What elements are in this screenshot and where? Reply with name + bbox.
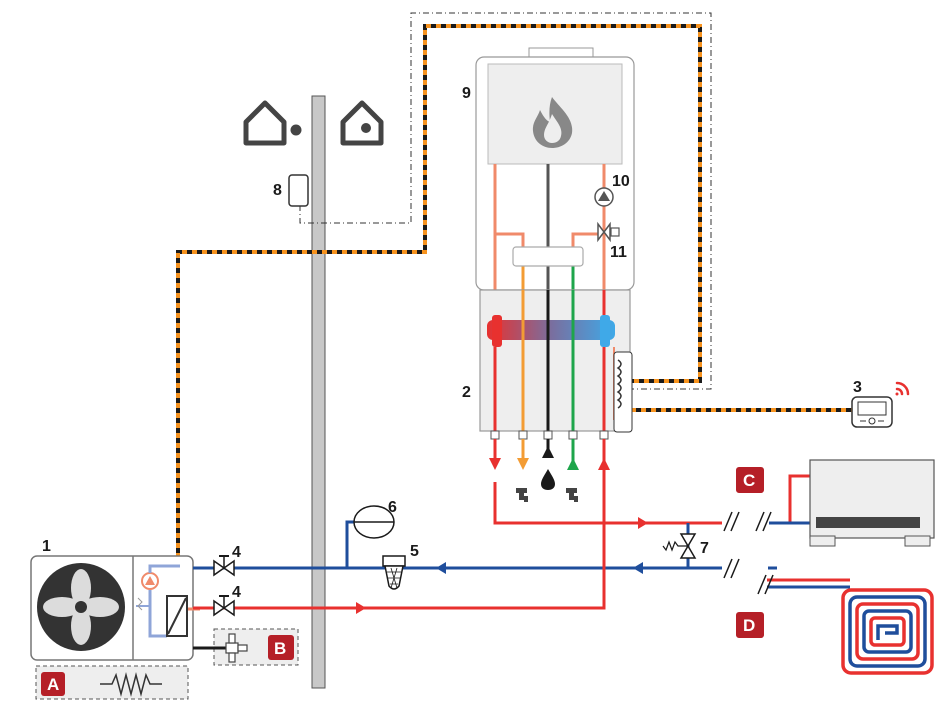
label-three-way-valve: 11 — [610, 244, 627, 261]
heater-coil-icon — [100, 672, 162, 697]
flow-arrows — [356, 517, 648, 614]
badge-d-label: D — [743, 616, 755, 635]
outside-dot-icon — [290, 124, 302, 136]
badge-c-label: C — [743, 471, 755, 490]
badge-b-label: B — [274, 639, 286, 658]
mixer-tap-icon — [225, 633, 248, 663]
expansion-vessel-icon — [353, 505, 395, 539]
badge-c — [736, 467, 764, 493]
badge-a — [41, 672, 65, 696]
plate-exchanger — [512, 246, 584, 267]
module-outputs — [489, 439, 610, 470]
outdoor-sensor-icon — [288, 174, 309, 207]
fan-icon — [43, 569, 119, 645]
label-hydraulic-module: 2 — [462, 384, 471, 401]
filter-icon — [382, 555, 406, 590]
shutoff-valve-return[interactable] — [213, 555, 235, 577]
inside-dot-icon — [361, 123, 371, 133]
label-sensor: 8 — [273, 182, 282, 199]
label-thermostat: 3 — [853, 379, 862, 396]
house-outside-icon — [243, 100, 287, 146]
supply-pipe — [193, 468, 606, 610]
badge-a-label: A — [47, 675, 59, 694]
hot-tap-icon — [516, 488, 528, 502]
control-board — [613, 351, 633, 433]
fan-coil-unit — [809, 459, 935, 547]
label-valve-return: 4 — [232, 544, 241, 561]
hydraulic-module — [479, 289, 633, 440]
house-inside-icon — [340, 100, 384, 146]
underfloor-heating-coil — [841, 588, 934, 675]
gas-drop-icon — [541, 469, 555, 490]
badge-d — [736, 612, 764, 638]
label-bypass-valve: 7 — [700, 540, 709, 557]
cold-tap-icon — [566, 488, 578, 502]
label-filter: 5 — [410, 543, 419, 560]
label-outdoor-unit: 1 — [42, 538, 51, 555]
bus-cable — [176, 24, 852, 558]
label-valve-supply: 4 — [232, 584, 241, 601]
boiler-unit — [475, 47, 635, 291]
boiler-pump-icon — [594, 187, 614, 207]
hydraulic-separator — [487, 320, 615, 340]
label-pump: 10 — [612, 173, 630, 190]
badge-b — [268, 635, 294, 660]
shutoff-valve-supply[interactable] — [213, 595, 235, 617]
building-wall — [311, 95, 326, 689]
outdoor-unit — [30, 555, 200, 661]
room-thermostat[interactable] — [851, 396, 893, 428]
label-expansion-vessel: 6 — [388, 499, 397, 516]
bypass-valve-icon[interactable] — [662, 533, 697, 559]
three-way-valve-icon — [597, 221, 620, 243]
label-boiler: 9 — [462, 85, 471, 102]
pipe-break-marks — [723, 511, 774, 595]
wireless-signal-icon — [895, 381, 910, 396]
signal-boundary-line — [299, 12, 712, 390]
